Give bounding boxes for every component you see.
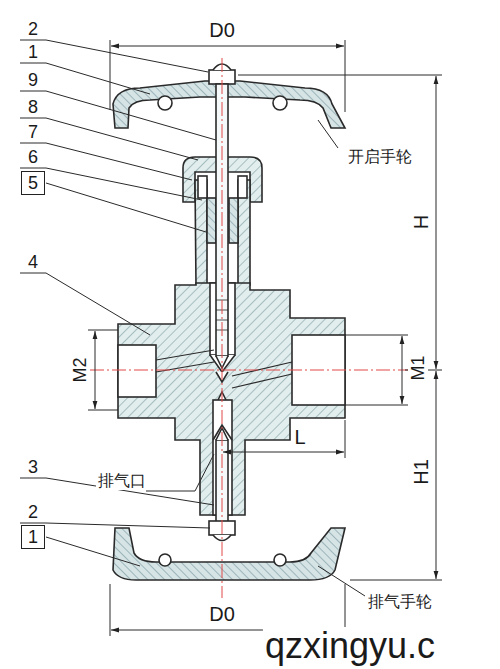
part-label: 排气口 xyxy=(96,472,148,490)
callout-number: 2 xyxy=(26,502,40,522)
callout-number: 3 xyxy=(26,457,40,477)
callout-number: 7 xyxy=(26,122,40,142)
callout-box: 1 xyxy=(21,525,45,549)
valve-body xyxy=(118,283,345,515)
dimension-label: M2 xyxy=(70,355,90,384)
callout-number: 8 xyxy=(26,97,40,117)
callout-number: 9 xyxy=(26,70,40,90)
dimension-lines xyxy=(88,40,442,636)
dimension-label: H1 xyxy=(410,457,432,487)
callout-number: 1 xyxy=(28,528,38,546)
dimension-label: D0 xyxy=(207,603,237,625)
gland xyxy=(198,176,207,198)
left-port xyxy=(118,345,156,397)
watermark: qzxingyu.c xyxy=(263,627,437,665)
leader-lines xyxy=(20,40,365,596)
bottom-handwheel xyxy=(113,528,345,580)
dimension-label: D0 xyxy=(207,19,237,41)
centre-line xyxy=(90,58,425,598)
callout-number: 2 xyxy=(26,19,40,39)
part-label: 开启手轮 xyxy=(346,148,414,166)
callout-number: 1 xyxy=(26,42,40,62)
callout-number: 5 xyxy=(28,174,38,192)
part-label: 排气手轮 xyxy=(366,593,434,611)
callout-box: 5 xyxy=(21,171,45,195)
callout-number: 4 xyxy=(26,252,40,272)
dimension-label: H xyxy=(410,213,432,231)
callout-number: 6 xyxy=(26,147,40,167)
top-handwheel xyxy=(113,81,345,128)
packing xyxy=(207,198,216,243)
dimension-label: M1 xyxy=(408,353,428,382)
dimension-label: L xyxy=(292,426,307,448)
